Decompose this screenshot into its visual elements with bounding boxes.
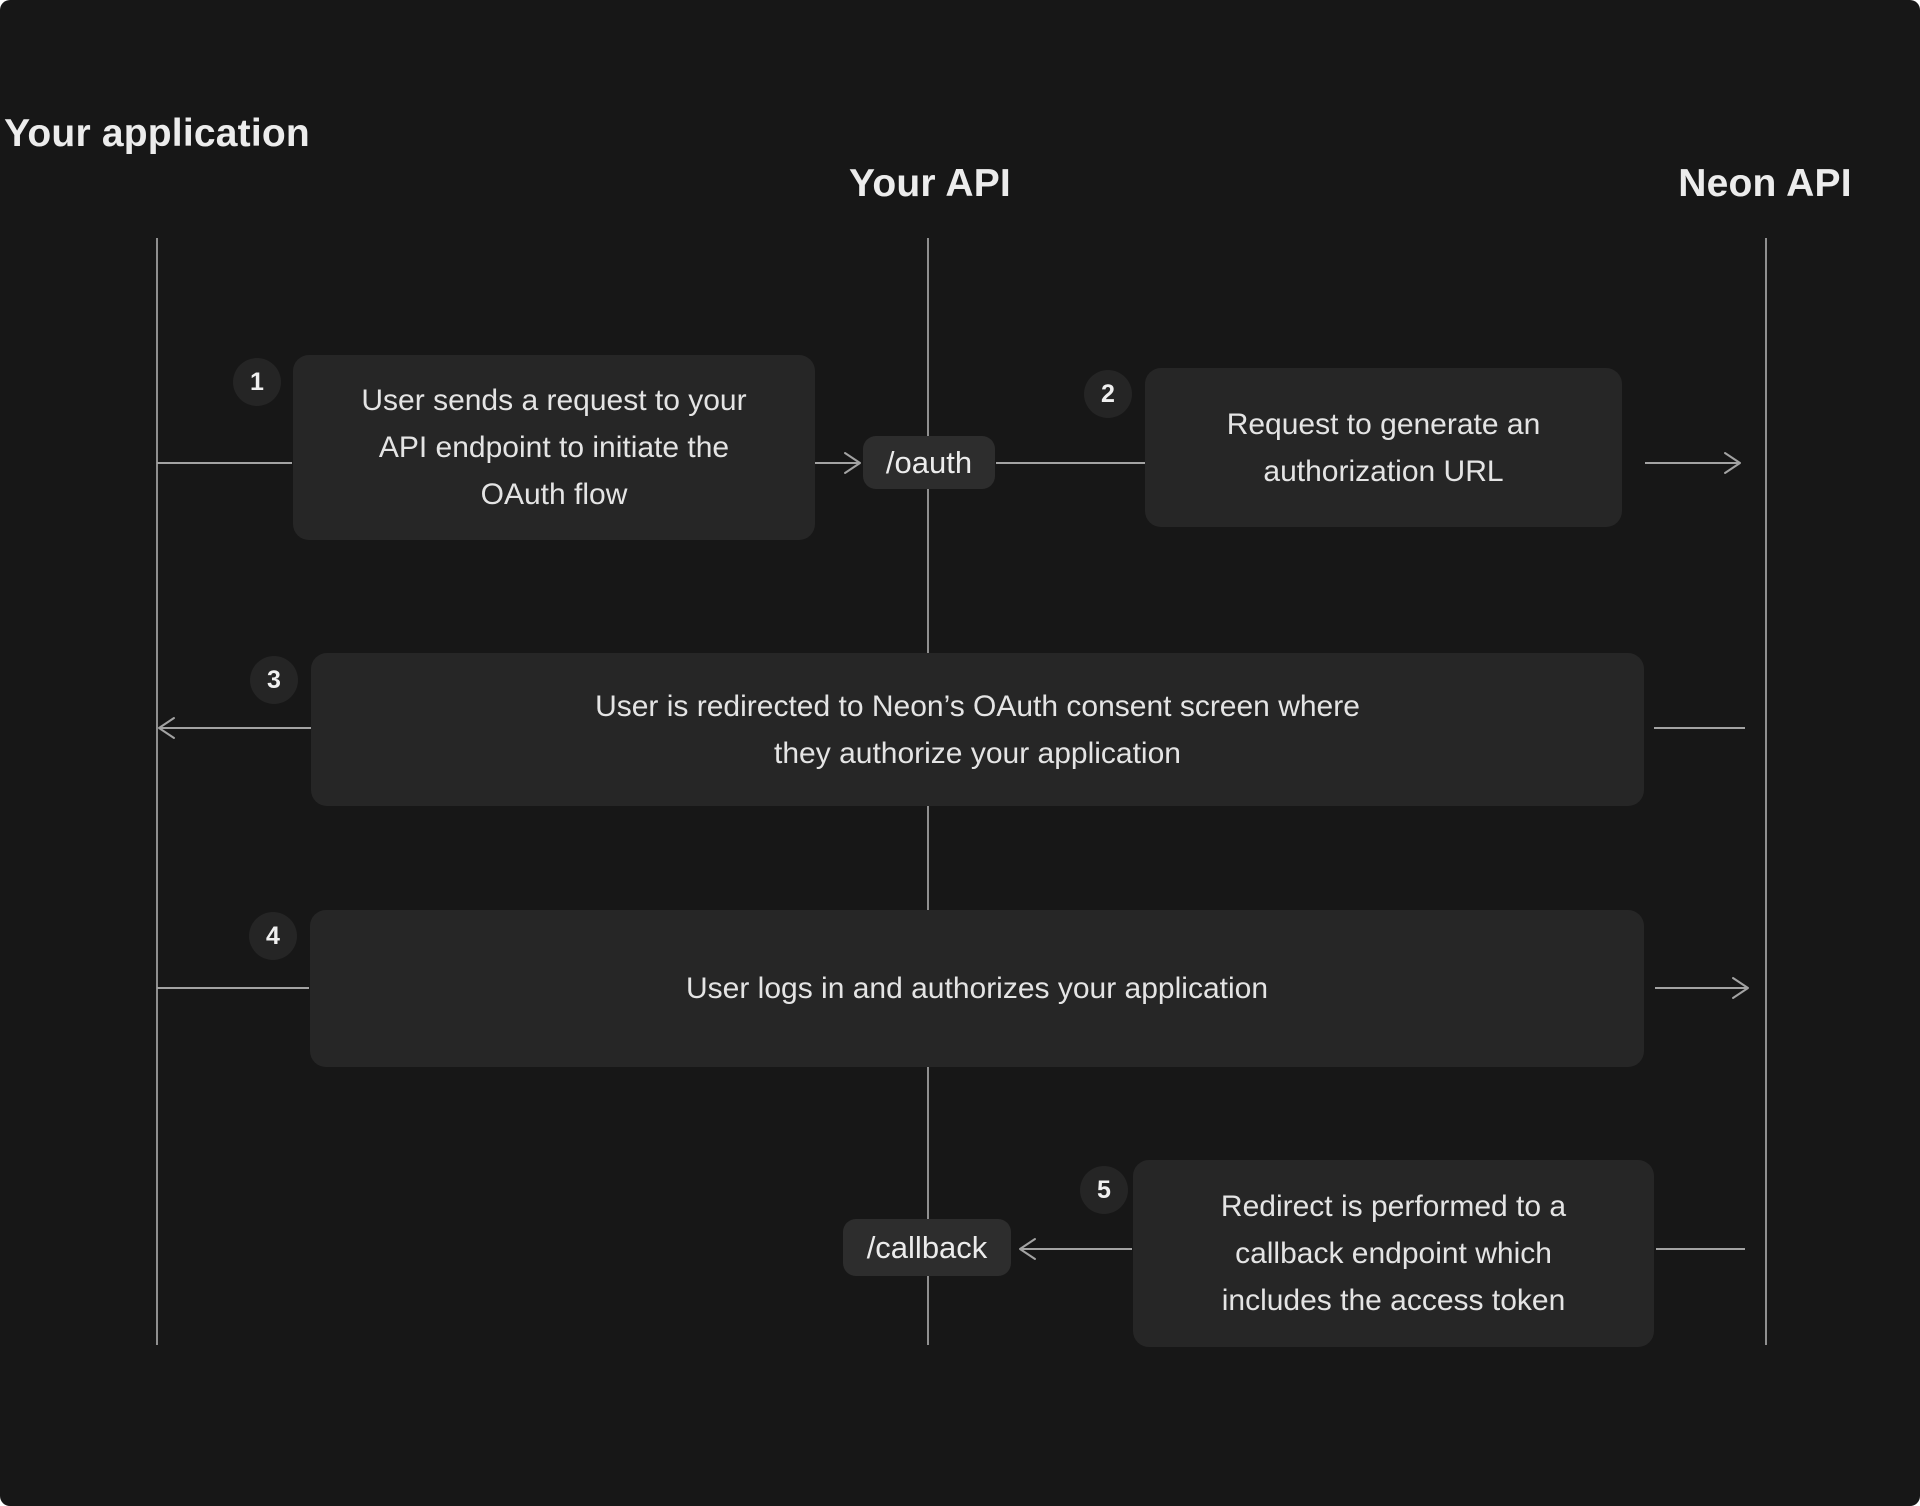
step-number: 5	[1097, 1175, 1111, 1204]
endpoint-label: /oauth	[885, 444, 973, 480]
step-text: User sends a request to your API endpoin…	[361, 384, 747, 511]
step-badge-1: 1	[233, 358, 281, 406]
step-badge-3: 3	[250, 656, 298, 704]
step-text: User logs in and authorizes your applica…	[686, 972, 1268, 1005]
step-badge-5: 5	[1080, 1166, 1128, 1214]
step-number: 4	[266, 921, 280, 950]
step-box-5: Redirect is performed to a callback endp…	[1133, 1160, 1654, 1347]
actor-header-neon-api: Neon API	[1678, 162, 1852, 205]
step-text: User is redirected to Neon’s OAuth conse…	[595, 689, 1360, 770]
arrow-left-icon	[158, 717, 175, 739]
endpoint-pill-callback: /callback	[843, 1219, 1011, 1276]
step-number: 2	[1101, 379, 1115, 408]
step-number: 1	[250, 367, 264, 396]
endpoint-label: /callback	[866, 1229, 988, 1265]
actor-header-your-api: Your API	[849, 162, 1011, 205]
step-box-3: User is redirected to Neon’s OAuth conse…	[311, 653, 1644, 806]
step-box-2: Request to generate an authorization URL	[1145, 368, 1622, 527]
step-number: 3	[267, 665, 281, 694]
actor-header-your-application: Your application	[4, 112, 310, 155]
step-box-1: User sends a request to your API endpoin…	[293, 355, 815, 540]
arrow-right-icon	[1724, 452, 1741, 474]
arrow-right-icon	[844, 452, 861, 474]
step-box-4: User logs in and authorizes your applica…	[310, 910, 1644, 1067]
step-badge-4: 4	[249, 912, 297, 960]
arrow-left-icon	[1019, 1238, 1036, 1260]
step-text: Request to generate an authorization URL	[1226, 407, 1541, 488]
step-badge-2: 2	[1084, 370, 1132, 418]
arrow-right-icon	[1732, 977, 1749, 999]
endpoint-pill-oauth: /oauth	[863, 436, 995, 489]
step-text: Redirect is performed to a callback endp…	[1220, 1190, 1567, 1317]
